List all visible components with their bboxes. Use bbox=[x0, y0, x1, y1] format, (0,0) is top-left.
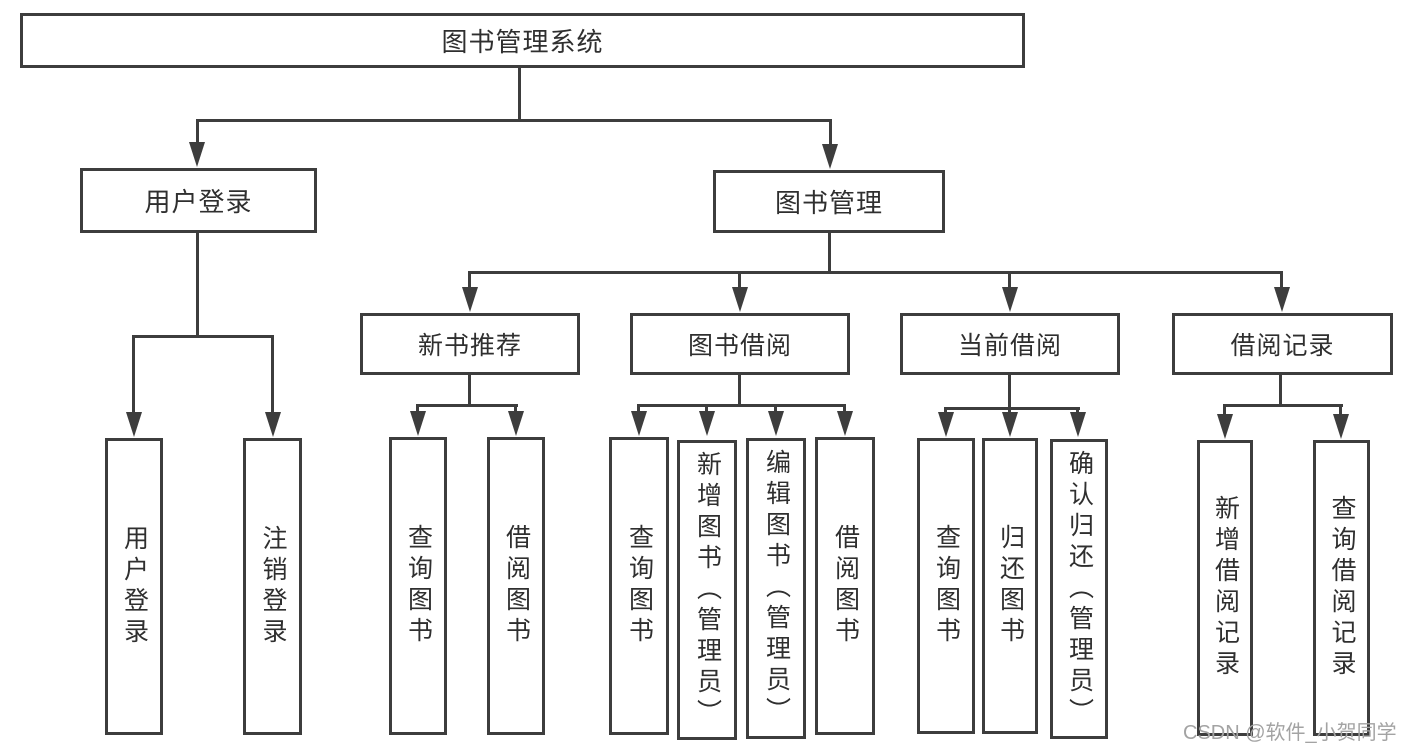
leaf-query-borrow-record: 查询借阅记录 bbox=[1313, 440, 1370, 736]
connector-line bbox=[705, 404, 708, 414]
leaf-query-books-recommend: 查询图书 bbox=[389, 437, 447, 735]
node-current-borrow: 当前借阅 bbox=[900, 313, 1120, 375]
node-label: 新增图书（管理员） bbox=[693, 450, 722, 730]
connector-line bbox=[1280, 271, 1283, 289]
connector-line bbox=[843, 404, 846, 414]
connector-line bbox=[944, 407, 947, 415]
connector-line bbox=[132, 335, 135, 414]
node-book-borrow: 图书借阅 bbox=[630, 313, 850, 375]
connector-line bbox=[829, 119, 832, 146]
node-label: 新增借阅记录 bbox=[1211, 495, 1240, 681]
connector-line bbox=[1008, 271, 1011, 289]
node-label: 归还图书 bbox=[996, 524, 1025, 648]
connector-line bbox=[468, 271, 1283, 274]
connector-line bbox=[774, 404, 777, 414]
connector-line bbox=[468, 271, 471, 289]
leaf-query-books-borrow: 查询图书 bbox=[609, 437, 669, 735]
arrow-head bbox=[126, 412, 142, 437]
csdn-watermark: CSDN @软件_小贺同学 bbox=[1183, 722, 1397, 744]
connector-line bbox=[416, 404, 419, 414]
node-label: 用户登录 bbox=[120, 524, 149, 649]
node-library-system: 图书管理系统 bbox=[20, 13, 1025, 68]
leaf-borrow-books: 借阅图书 bbox=[815, 437, 875, 735]
leaf-confirm-return-admin: 确认归还（管理员） bbox=[1050, 439, 1108, 739]
node-label: 图书管理 bbox=[774, 188, 883, 218]
leaf-edit-books-admin: 编辑图书（管理员） bbox=[746, 438, 806, 739]
arrow-head bbox=[1002, 287, 1018, 312]
leaf-add-books-admin: 新增图书（管理员） bbox=[677, 440, 737, 740]
arrow-head bbox=[508, 411, 524, 436]
node-label: 编辑图书（管理员） bbox=[762, 449, 791, 728]
node-label: 图书管理系统 bbox=[441, 27, 604, 57]
connector-line bbox=[416, 404, 518, 407]
connector-line bbox=[196, 119, 199, 146]
arrow-head bbox=[631, 411, 647, 436]
node-label: 当前借阅 bbox=[957, 332, 1062, 360]
node-label: 查询借阅记录 bbox=[1328, 495, 1356, 681]
connector-line bbox=[514, 404, 517, 414]
connector-line bbox=[132, 335, 274, 338]
arrow-head bbox=[189, 142, 205, 167]
node-label: 注销登录 bbox=[259, 524, 287, 649]
arrow-head bbox=[768, 411, 784, 436]
node-new-book-recommend: 新书推荐 bbox=[360, 313, 580, 375]
connector-line bbox=[1223, 404, 1226, 415]
node-user-login: 用户登录 bbox=[80, 168, 317, 233]
node-label: 图书借阅 bbox=[687, 332, 792, 360]
node-label: 借阅图书 bbox=[502, 524, 531, 648]
node-label: 新书推荐 bbox=[417, 332, 522, 360]
leaf-borrow-books-recommend: 借阅图书 bbox=[487, 437, 545, 735]
node-label: 查询图书 bbox=[404, 524, 433, 648]
node-borrow-records: 借阅记录 bbox=[1172, 313, 1393, 375]
arrow-head bbox=[1274, 287, 1290, 312]
connector-line bbox=[518, 68, 521, 121]
connector-line bbox=[1223, 404, 1343, 407]
connector-line bbox=[1339, 404, 1342, 415]
node-label: 查询图书 bbox=[625, 524, 654, 648]
arrow-head bbox=[732, 287, 748, 312]
connector-line bbox=[1008, 407, 1011, 415]
connector-line bbox=[637, 404, 640, 414]
connector-line bbox=[1076, 407, 1079, 415]
arrow-head bbox=[1070, 412, 1086, 437]
arrow-head bbox=[699, 411, 715, 436]
connector-line bbox=[468, 375, 471, 407]
arrow-head bbox=[462, 287, 478, 312]
node-label: 确认归还（管理员） bbox=[1065, 449, 1094, 729]
connector-line bbox=[196, 233, 199, 338]
node-book-management: 图书管理 bbox=[713, 170, 945, 233]
connector-line bbox=[828, 233, 831, 274]
node-label: 查询图书 bbox=[932, 524, 961, 648]
leaf-query-books-current: 查询图书 bbox=[917, 438, 975, 734]
node-label: 借阅图书 bbox=[831, 524, 860, 648]
arrow-head bbox=[1002, 412, 1018, 437]
connector-line bbox=[271, 335, 274, 414]
connector-line bbox=[637, 404, 846, 407]
arrow-head bbox=[822, 144, 838, 169]
connector-line bbox=[944, 407, 1080, 410]
leaf-user-login: 用户登录 bbox=[105, 438, 163, 735]
arrow-head bbox=[1217, 414, 1233, 439]
leaf-add-borrow-record: 新增借阅记录 bbox=[1197, 440, 1253, 736]
arrow-head bbox=[837, 411, 853, 436]
node-label: 借阅记录 bbox=[1230, 332, 1335, 360]
arrow-head bbox=[938, 412, 954, 437]
connector-line bbox=[196, 119, 832, 122]
connector-line bbox=[1279, 375, 1282, 407]
arrow-head bbox=[1333, 414, 1349, 439]
connector-line bbox=[738, 271, 741, 289]
leaf-logout: 注销登录 bbox=[243, 438, 302, 735]
arrow-head bbox=[265, 412, 281, 437]
arrow-head bbox=[410, 411, 426, 436]
connector-line bbox=[1008, 375, 1011, 410]
leaf-return-books: 归还图书 bbox=[982, 438, 1038, 734]
connector-line bbox=[738, 375, 741, 407]
node-label: 用户登录 bbox=[144, 187, 253, 217]
